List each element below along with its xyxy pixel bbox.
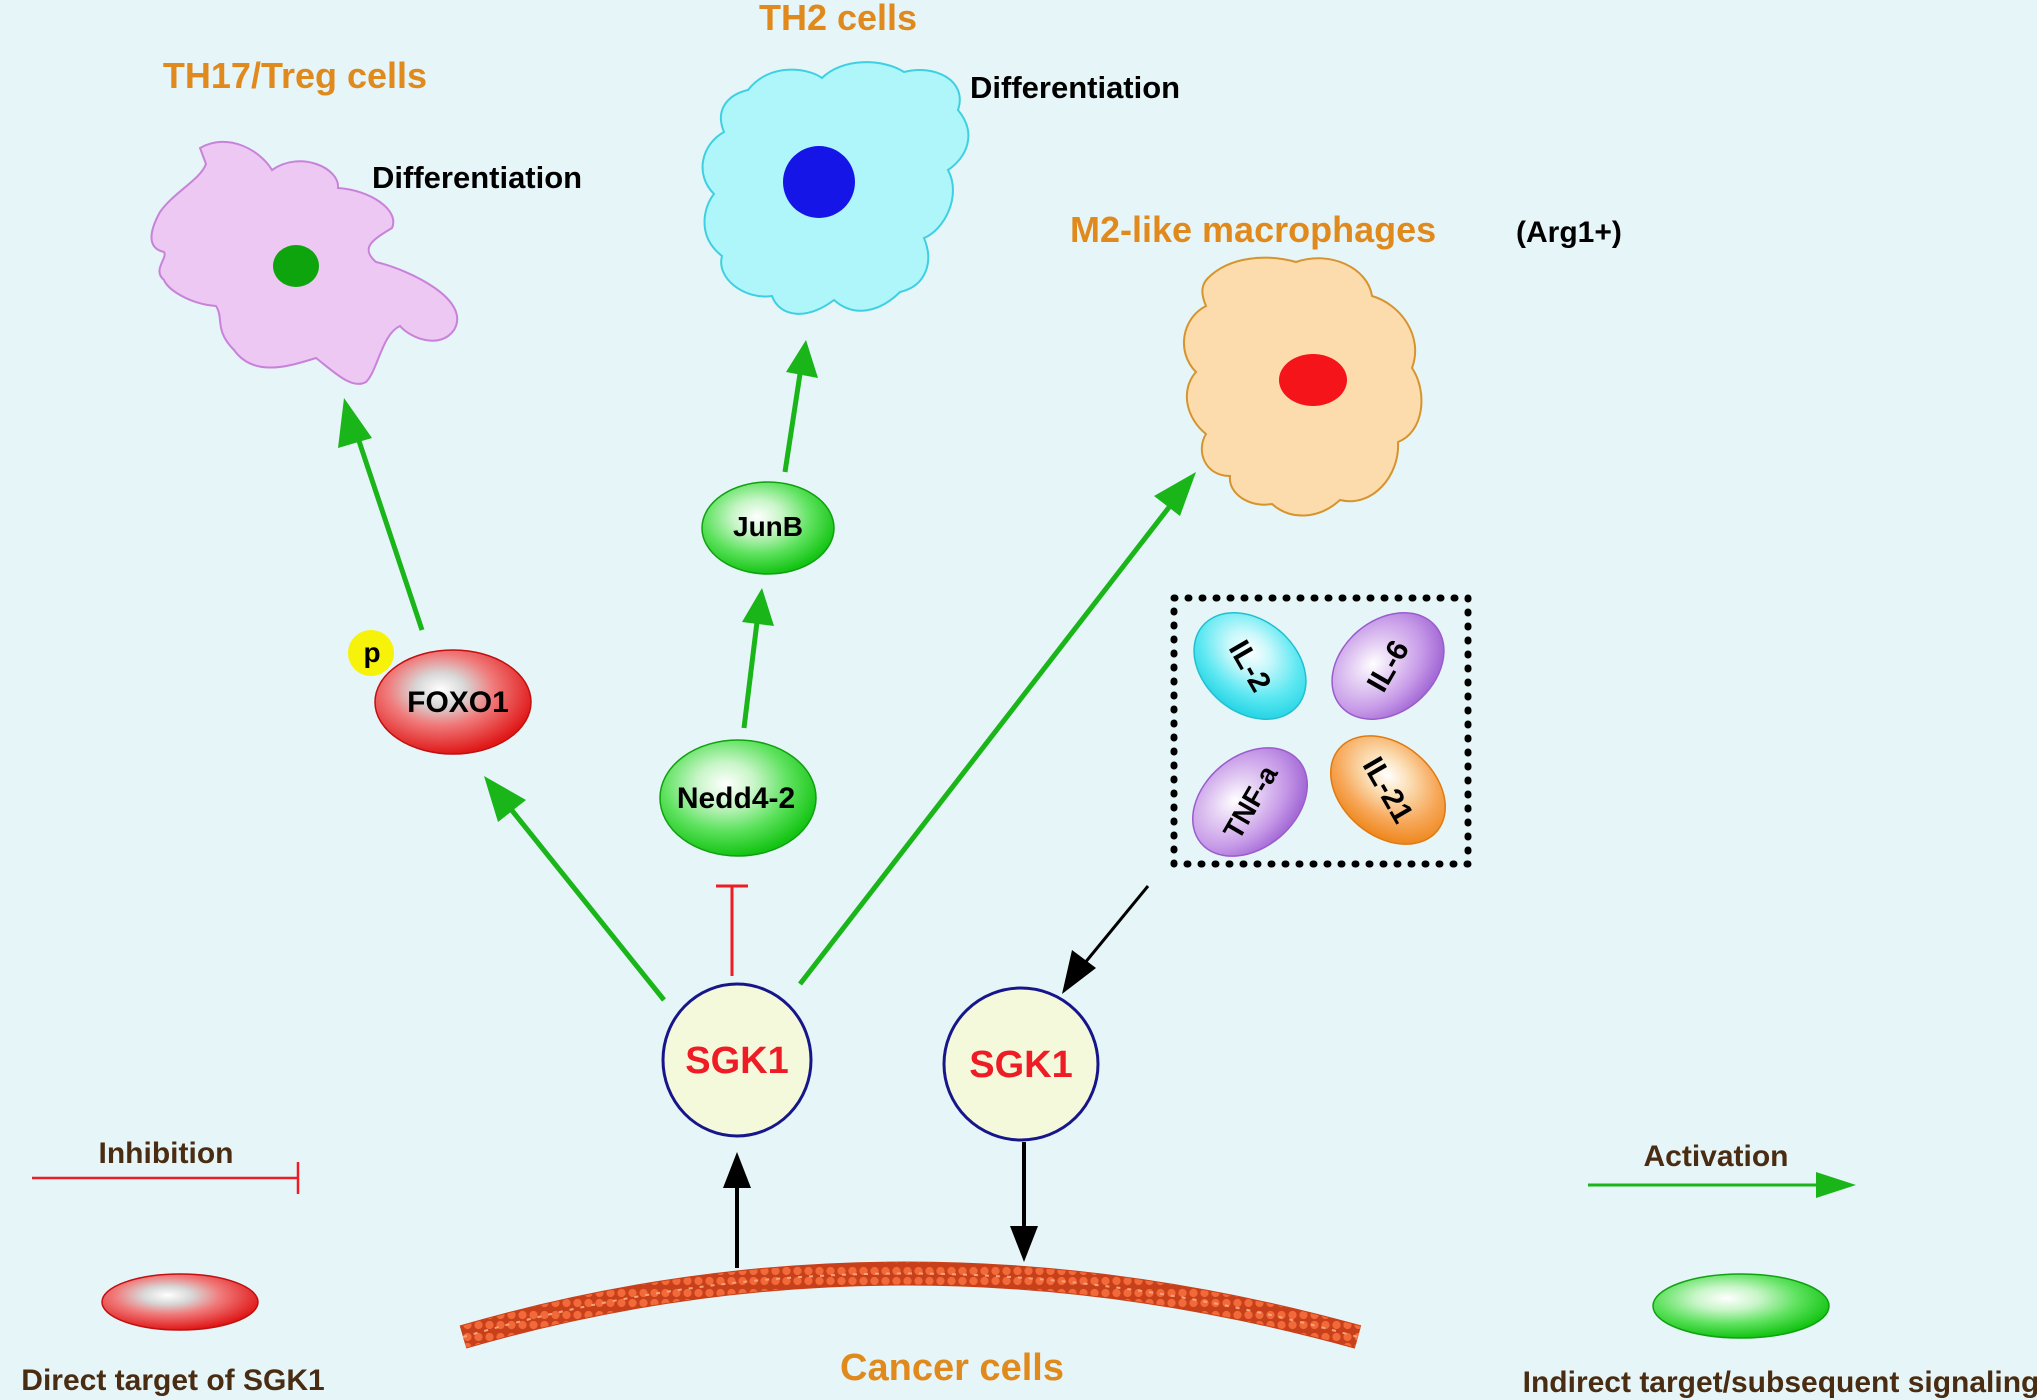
sgk1-right-label: SGK1 xyxy=(969,1044,1072,1086)
cancer-cells-label: Cancer cells xyxy=(840,1347,1064,1389)
phospho-label: p xyxy=(363,637,380,668)
th17-differentiation-label: Differentiation xyxy=(372,160,582,195)
m2-nucleus xyxy=(1279,354,1347,406)
th2-differentiation-label: Differentiation xyxy=(970,70,1180,105)
nedd4-2-node: Nedd4-2 xyxy=(659,739,817,857)
legend-inhibition-label: Inhibition xyxy=(99,1137,234,1170)
activation-arrow-nedd4-to-junb xyxy=(741,588,774,729)
legend-indirect-target: Indirect target/subsequent signaling xyxy=(1523,1273,2037,1399)
il-21-cytokine: IL-21 xyxy=(1329,735,1447,845)
sgk1-right-node: SGK1 xyxy=(942,986,1100,1142)
legend-direct-target-swatch xyxy=(101,1273,259,1331)
il-6-cytokine: IL-6 xyxy=(1331,612,1445,720)
m2-subtitle: (Arg1+) xyxy=(1516,216,1622,249)
m2-macrophage-cell: M2-like macrophages (Arg1+) xyxy=(1070,209,1622,517)
legend-inhibition: Inhibition xyxy=(32,1137,300,1194)
cytokine-box: IL-2 IL-6 TNF-a IL-21 xyxy=(1170,594,1472,868)
th17-nucleus xyxy=(273,245,319,287)
junb-label: JunB xyxy=(733,511,803,542)
th2-cell: TH2 cells Differentiation xyxy=(701,0,1180,315)
arrow-cytokines-to-sgk1 xyxy=(1062,885,1150,994)
activation-arrow-foxo1-to-th17 xyxy=(338,398,425,631)
inhibition-arrow-sgk1-to-nedd4 xyxy=(716,884,748,976)
legend-indirect-target-label: Indirect target/subsequent signaling xyxy=(1523,1366,2037,1399)
legend-activation-label: Activation xyxy=(1643,1140,1788,1173)
sgk1-left-node: SGK1 xyxy=(661,982,813,1138)
phosphorylation-badge: p xyxy=(348,630,394,676)
tnf-a-cytokine: TNF-a xyxy=(1191,747,1309,857)
arrow-sgk1-to-cancer xyxy=(1010,1142,1038,1262)
junb-node: JunB xyxy=(701,481,835,575)
arrow-cancer-to-sgk1 xyxy=(723,1152,751,1268)
th2-title: TH2 cells xyxy=(759,0,917,38)
legend-indirect-target-swatch xyxy=(1652,1273,1830,1339)
legend-direct-target-label: Direct target of SGK1 xyxy=(21,1364,324,1397)
foxo1-label: FOXO1 xyxy=(407,686,509,719)
th17-treg-cell: TH17/Treg cells Differentiation xyxy=(150,55,582,385)
activation-arrow-sgk1-to-m2 xyxy=(798,472,1196,986)
th2-nucleus xyxy=(783,146,855,218)
sgk1-left-label: SGK1 xyxy=(685,1040,788,1082)
foxo1-node: FOXO1 xyxy=(374,649,532,755)
il-2-cytokine: IL-2 xyxy=(1193,612,1307,720)
m2-title: M2-like macrophages xyxy=(1070,209,1436,250)
nedd4-2-label: Nedd4-2 xyxy=(677,782,795,815)
activation-arrow-sgk1-to-foxo1 xyxy=(484,776,666,1002)
legend-activation: Activation xyxy=(1588,1140,1856,1198)
cancer-cell-membrane: Cancer cells xyxy=(459,1261,1362,1389)
th17-title: TH17/Treg cells xyxy=(163,55,427,96)
legend-direct-target: Direct target of SGK1 xyxy=(21,1273,325,1397)
activation-arrow-junb-to-th2 xyxy=(782,340,818,473)
